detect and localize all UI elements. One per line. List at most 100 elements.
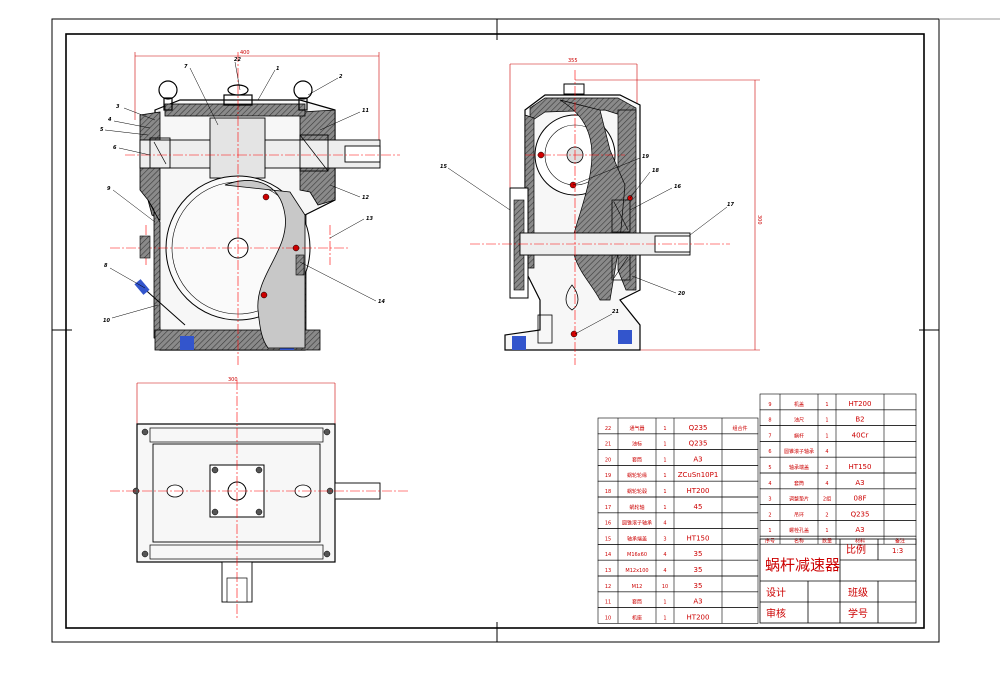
cell-material: Q235	[689, 424, 708, 432]
cell-no: 4	[768, 481, 771, 487]
callout-22: 22	[234, 57, 241, 63]
cell-material: B2	[855, 416, 864, 424]
cell-material: 35	[694, 582, 703, 590]
cell-no: 11	[605, 600, 611, 606]
callout-leaders	[104, 61, 728, 335]
cell-name: 套筒	[632, 599, 642, 606]
callout-4: 4	[108, 117, 112, 123]
top-width-dim: 300	[228, 377, 238, 383]
top-view: 300	[110, 377, 410, 620]
callout-1: 1	[276, 66, 279, 72]
callout-18: 18	[652, 168, 659, 174]
cell-material: HT150	[849, 463, 872, 471]
cell-material: 45	[694, 503, 703, 511]
cell-qty: 1	[663, 457, 666, 463]
sheet-border	[51, 18, 1000, 643]
cell-no: 20	[605, 457, 611, 463]
bom-right-row: 8 油尺 1 B2	[759, 409, 917, 426]
callout-11: 11	[362, 108, 369, 114]
cell-qty: 1	[663, 600, 666, 606]
cell-qty: 1	[663, 442, 666, 448]
cell-no: 21	[605, 442, 611, 448]
cell-name: 机盖	[794, 401, 804, 408]
cell-no: 5	[768, 465, 771, 471]
cell-qty: 2	[825, 512, 828, 518]
cell-no: 18	[605, 489, 611, 495]
cell-name: 吊环	[794, 512, 804, 518]
cell-no: 19	[605, 473, 611, 479]
scale-value: 1:3	[892, 547, 903, 555]
callout-19: 19	[642, 154, 649, 160]
callout-12: 12	[362, 195, 369, 201]
cell-name: 机座	[632, 614, 642, 621]
cell-material: ZCuSn10P1	[678, 471, 719, 479]
callout-7: 7	[184, 64, 188, 70]
cell-material: A3	[693, 455, 702, 463]
cell-no: 14	[605, 552, 611, 558]
callout-3: 3	[116, 104, 120, 110]
cell-qty: 2	[825, 465, 828, 471]
cell-qty: 4	[663, 568, 666, 574]
cell-qty: 4	[825, 481, 828, 487]
cell-qty: 4	[825, 449, 828, 455]
cell-name: 套筒	[794, 480, 804, 487]
callout-10: 10	[103, 318, 110, 324]
cell-name: 螺栓孔盖	[789, 527, 809, 534]
cell-qty: 1	[825, 528, 828, 534]
drawing-title: 蜗杆减速器	[765, 556, 840, 574]
cell-name: 圆锥滚子轴承	[622, 520, 652, 527]
cell-name: 通气器	[629, 425, 644, 432]
cell-no: 3	[768, 497, 771, 503]
cell-qty: 1	[663, 615, 666, 621]
cell-name: 蜗轮轮缘	[627, 472, 647, 479]
callout-20: 20	[678, 291, 685, 297]
cell-no: 8	[768, 418, 771, 424]
cell-qty: 1	[825, 402, 828, 408]
cell-no: 22	[605, 426, 611, 432]
cell-material: 40Cr	[852, 431, 869, 439]
cell-no: 12	[605, 584, 611, 590]
cell-qty: 3	[663, 536, 666, 542]
header-cell: 序号	[765, 538, 775, 545]
cell-note: 组合件	[732, 425, 747, 432]
cell-name: 蜗杆	[794, 432, 804, 439]
callout-2: 2	[339, 74, 343, 80]
cell-qty: 10	[662, 584, 668, 590]
callout-6: 6	[113, 145, 117, 151]
cell-name: 蜗轮轮毂	[627, 488, 647, 495]
cell-material: Q235	[689, 440, 708, 448]
callout-5: 5	[100, 127, 104, 133]
cell-no: 17	[605, 505, 611, 511]
cell-name: 油标	[632, 441, 642, 448]
callout-16: 16	[674, 184, 681, 190]
cell-no: 15	[605, 536, 611, 542]
cell-name: 油尺	[794, 417, 804, 424]
front-width-dim: 400	[240, 50, 250, 56]
cell-name: M12	[632, 584, 643, 590]
cell-name: M12x100	[625, 568, 648, 574]
class-label: 班级	[848, 587, 868, 599]
cell-name: 调整垫片	[789, 496, 809, 503]
cell-qty: 1	[663, 489, 666, 495]
cell-material: 08F	[854, 495, 867, 503]
cell-qty: 1	[825, 418, 828, 424]
callout-17: 17	[727, 202, 734, 208]
cell-no: 7	[768, 433, 771, 439]
side-section-view: 355 300	[470, 58, 762, 365]
callout-13: 13	[366, 216, 373, 222]
cell-material: 35	[694, 566, 703, 574]
cell-qty: 4	[663, 521, 666, 527]
cell-qty: 2组	[823, 496, 831, 503]
callout-9: 9	[107, 186, 111, 192]
